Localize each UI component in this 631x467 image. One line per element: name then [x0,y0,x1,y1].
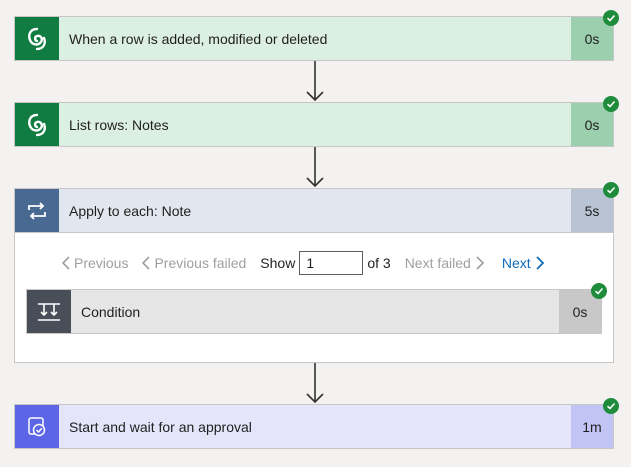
apply-to-each-step-card[interactable]: Apply to each: Note 5s [14,188,614,233]
previous-failed-button[interactable]: Previous failed [142,255,246,271]
next-label: Next [501,255,531,271]
previous-button[interactable]: Previous [62,255,128,271]
flow-arrow-icon [306,147,324,188]
chevron-left-icon [62,256,70,270]
next-failed-button[interactable]: Next failed [405,255,484,271]
dataverse-icon [15,17,59,60]
approval-icon [15,405,59,448]
success-check-icon [603,96,619,112]
step-title: Start and wait for an approval [69,418,252,435]
iteration-number-input[interactable] [299,251,364,275]
previous-label: Previous [74,255,129,271]
of-total-label: of 3 [367,255,391,271]
chevron-right-icon [476,256,484,270]
approval-step-card[interactable]: Start and wait for an approval 1m [14,404,614,449]
chevron-right-icon [536,256,544,270]
trigger-step-card[interactable]: When a row is added, modified or deleted… [14,16,614,61]
next-failed-label: Next failed [404,255,471,271]
step-title: Condition [81,303,141,320]
step-title: When a row is added, modified or deleted [69,30,328,47]
success-check-icon [603,10,619,26]
iteration-pager: Previous Previous failed Show of 3 Next … [62,248,544,278]
success-check-icon [591,283,607,299]
step-title: Apply to each: Note [69,202,192,219]
condition-step-card[interactable]: Condition 0s [26,289,602,334]
dataverse-icon [15,103,59,146]
show-label: Show [260,255,296,271]
step-title: List rows: Notes [69,116,169,133]
chevron-left-icon [142,256,151,270]
condition-icon [27,290,71,333]
previous-failed-label: Previous failed [154,255,247,271]
next-button[interactable]: Next [502,255,544,271]
flow-arrow-icon [306,363,324,404]
flow-arrow-icon [306,61,324,102]
list-rows-step-card[interactable]: List rows: Notes 0s [14,102,614,147]
success-check-icon [603,182,619,198]
success-check-icon [603,398,619,414]
loop-icon [15,189,59,232]
